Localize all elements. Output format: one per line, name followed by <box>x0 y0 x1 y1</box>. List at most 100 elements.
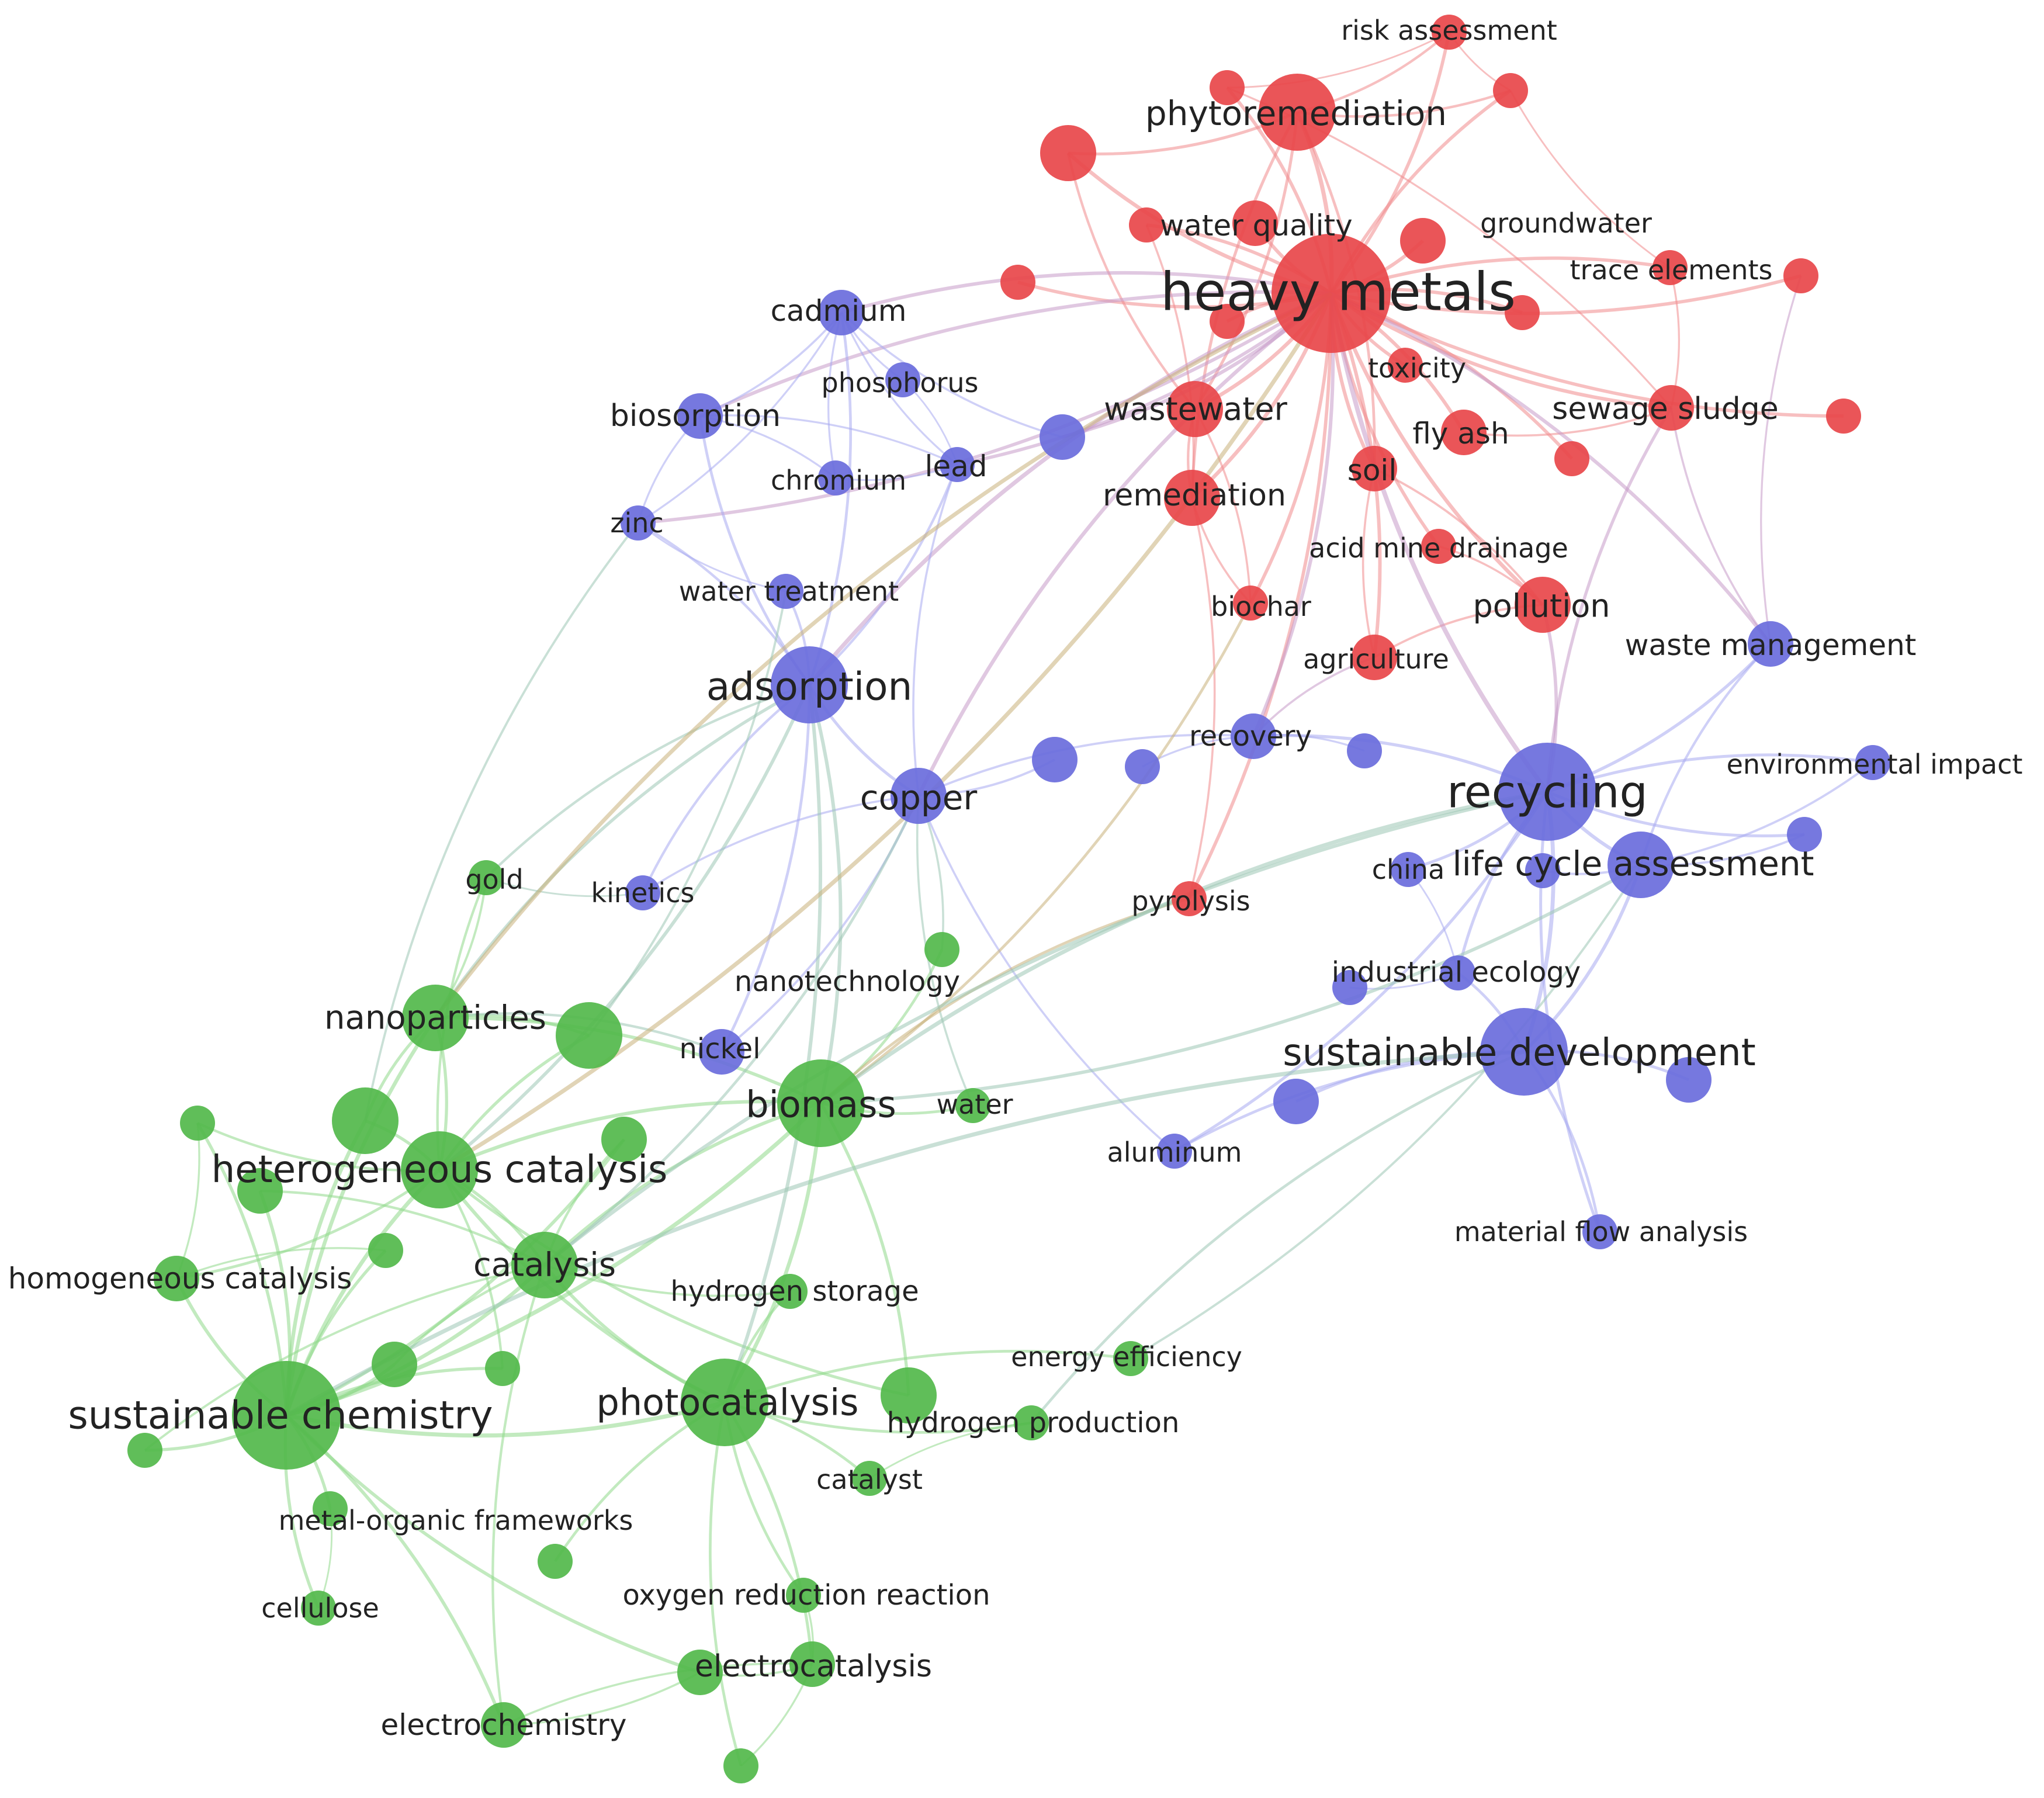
node-hydrogen-storage[interactable] <box>772 1274 808 1309</box>
label-remediation: remediation <box>1103 478 1286 513</box>
node-blue-u7[interactable] <box>1666 1057 1712 1103</box>
node-blue-u2[interactable] <box>1032 737 1078 782</box>
node-photocatalysis[interactable] <box>681 1359 768 1446</box>
node-aluminum[interactable] <box>1157 1134 1192 1169</box>
node-china[interactable] <box>1391 852 1426 887</box>
node-life-cycle-assessment[interactable] <box>1608 832 1674 898</box>
node-cellulose[interactable] <box>301 1591 336 1626</box>
node-material-flow-analysis[interactable] <box>1582 1214 1617 1249</box>
node-nanotechnology[interactable] <box>924 932 959 967</box>
node-biosorption[interactable] <box>677 393 723 439</box>
node-red-u6[interactable] <box>1783 258 1818 293</box>
node-green-u9[interactable] <box>881 1367 937 1423</box>
node-water-quality[interactable] <box>1232 200 1278 246</box>
link-heterogeneous-catalysis-biomass <box>438 1100 822 1172</box>
node-green-u5[interactable] <box>368 1233 403 1268</box>
node-red-u3[interactable] <box>1000 265 1035 300</box>
node-oxygen-reduction-reaction[interactable] <box>786 1578 821 1613</box>
node-energy-efficiency[interactable] <box>1113 1341 1148 1376</box>
node-red-u9[interactable] <box>1493 73 1528 108</box>
node-sustainable-development[interactable] <box>1480 1008 1568 1096</box>
node-risk-assessment[interactable] <box>1432 15 1467 50</box>
node-blue-u1[interactable] <box>1040 414 1085 460</box>
node-recovery[interactable] <box>1231 713 1276 759</box>
node-copper[interactable] <box>891 768 947 824</box>
node-red-u1[interactable] <box>1040 125 1096 181</box>
node-kinetics[interactable] <box>625 875 660 910</box>
label-fly-ash: fly ash <box>1412 417 1509 451</box>
node-remediation[interactable] <box>1164 470 1220 526</box>
node-green-u7[interactable] <box>485 1351 520 1386</box>
node-pollution[interactable] <box>1515 577 1571 633</box>
node-soil[interactable] <box>1352 446 1397 491</box>
node-phosphorus[interactable] <box>885 362 920 397</box>
node-groundwater[interactable] <box>1400 218 1446 264</box>
node-red-u8[interactable] <box>1826 399 1861 434</box>
node-green-u13[interactable] <box>723 1748 758 1783</box>
node-nickel[interactable] <box>699 1029 744 1075</box>
node-toxicity[interactable] <box>1388 348 1423 383</box>
node-electrochemistry[interactable] <box>481 1702 526 1748</box>
node-fly-ash[interactable] <box>1441 410 1487 455</box>
node-biomass[interactable] <box>777 1059 865 1147</box>
node-red-u10[interactable] <box>1210 70 1245 105</box>
node-catalysis[interactable] <box>511 1232 578 1298</box>
node-lead[interactable] <box>940 447 975 482</box>
node-blue-u8[interactable] <box>1273 1079 1319 1124</box>
link-sustainable-chemistry-photocatalysis <box>286 1400 725 1438</box>
node-pyrolysis[interactable] <box>1172 881 1207 916</box>
node-agriculture[interactable] <box>1352 635 1397 680</box>
node-blue-u9[interactable] <box>1332 970 1367 1005</box>
node-green-u6[interactable] <box>372 1342 417 1387</box>
node-blue-u5[interactable] <box>1787 817 1822 852</box>
node-heavy-metals[interactable] <box>1272 234 1391 353</box>
node-blue-u4[interactable] <box>1347 733 1382 768</box>
node-blue-u3[interactable] <box>1125 749 1160 784</box>
node-gold[interactable] <box>469 860 504 895</box>
node-acid-mine-drainage[interactable] <box>1421 529 1456 564</box>
node-homogeneous-catalysis[interactable] <box>154 1256 199 1301</box>
link-adsorption-nickel <box>720 684 811 1053</box>
label-homogeneous-catalysis: homogeneous catalysis <box>8 1262 352 1295</box>
node-metal-organic-frameworks[interactable] <box>313 1491 348 1526</box>
link-heavy-metals-red-u6 <box>1331 274 1802 316</box>
node-red-u2[interactable] <box>1129 207 1164 242</box>
node-green-u4[interactable] <box>556 1002 622 1069</box>
node-wastewater[interactable] <box>1167 381 1223 437</box>
node-hydrogen-production[interactable] <box>1014 1405 1049 1440</box>
node-chromium[interactable] <box>818 460 853 496</box>
node-recycling[interactable] <box>1498 743 1596 841</box>
node-zinc[interactable] <box>621 505 656 541</box>
node-green-u11[interactable] <box>538 1544 573 1579</box>
node-industrial-ecology[interactable] <box>1440 955 1475 990</box>
node-green-u3[interactable] <box>237 1168 283 1214</box>
node-red-u5[interactable] <box>1505 295 1540 330</box>
node-cadmium[interactable] <box>819 290 864 335</box>
node-trace-elements[interactable] <box>1652 250 1688 285</box>
link-hydrogen-production-sustainable-development <box>1030 1050 1525 1424</box>
node-green-u1[interactable] <box>180 1106 215 1141</box>
node-green-u12[interactable] <box>677 1650 723 1695</box>
node-sewage-sludge[interactable] <box>1648 385 1694 431</box>
node-biochar[interactable] <box>1233 586 1268 621</box>
node-green-u10[interactable] <box>127 1433 162 1468</box>
node-phytoremediation[interactable] <box>1259 74 1336 151</box>
node-water[interactable] <box>955 1088 990 1123</box>
node-red-u7[interactable] <box>1554 441 1589 476</box>
node-red-u4[interactable] <box>1210 304 1245 339</box>
node-blue-u6[interactable] <box>1525 853 1560 888</box>
node-nanoparticles[interactable] <box>402 985 469 1051</box>
node-environmental-impact[interactable] <box>1855 745 1890 780</box>
node-adsorption[interactable] <box>771 646 848 723</box>
node-sustainable-chemistry[interactable] <box>232 1361 341 1470</box>
label-phytoremediation: phytoremediation <box>1145 93 1447 133</box>
link-aluminum-recycling <box>1173 791 1549 1153</box>
node-electrocatalysis[interactable] <box>789 1641 835 1687</box>
node-waste-management[interactable] <box>1748 621 1793 667</box>
node-green-u2[interactable] <box>332 1087 399 1154</box>
node-heterogeneous-catalysis[interactable] <box>401 1131 478 1208</box>
link-life-cycle-assessment-waste-management <box>1639 643 1772 865</box>
node-green-u8[interactable] <box>601 1117 647 1162</box>
node-water-treatment[interactable] <box>768 574 803 609</box>
node-catalyst[interactable] <box>852 1461 887 1496</box>
